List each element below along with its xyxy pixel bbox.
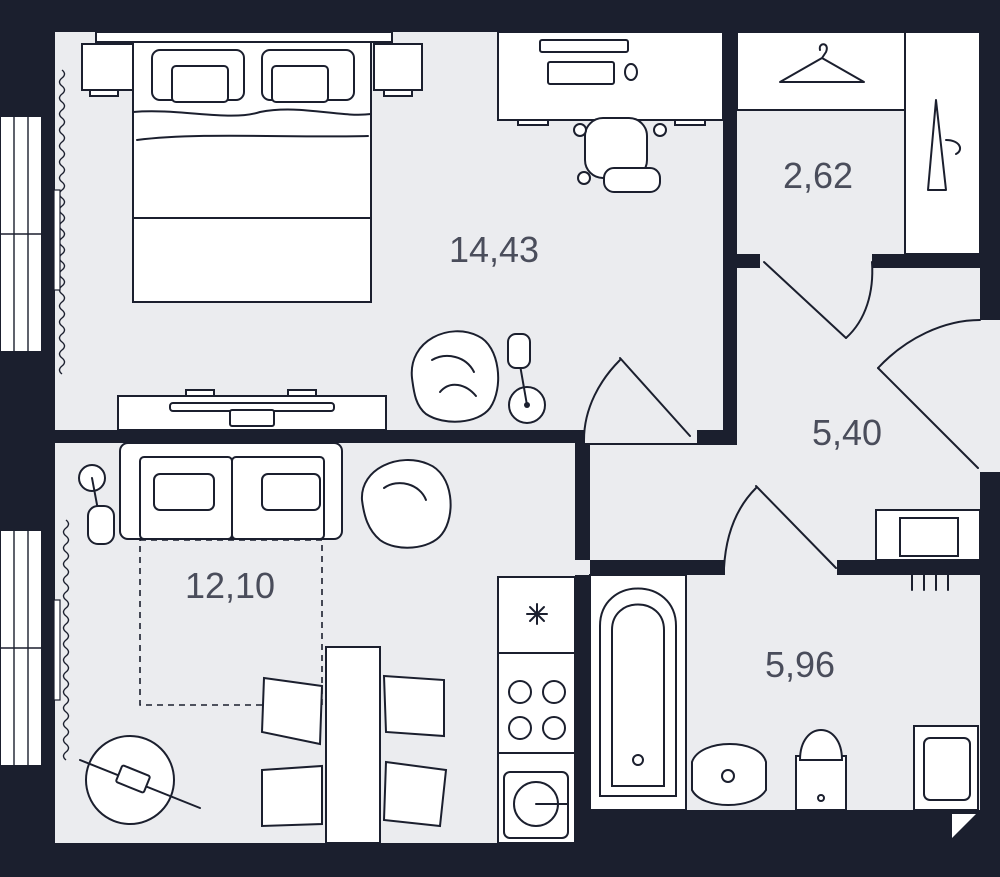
dining-table — [325, 646, 381, 844]
bed — [81, 31, 423, 303]
fridge — [497, 576, 576, 654]
wardrobe-side — [904, 31, 981, 255]
dining-chairs — [260, 674, 448, 828]
toilet — [795, 729, 847, 811]
washing-machine — [913, 725, 979, 811]
floor-lamp-living — [78, 464, 115, 545]
wardrobe-door-opening — [760, 254, 872, 268]
towel-rail — [875, 509, 981, 591]
curtain-rod-bedroom — [53, 189, 61, 291]
bathroom-sink — [691, 743, 767, 806]
tv-stand-bedroom — [117, 389, 387, 431]
wardrobe-area: 2,62 — [783, 155, 853, 196]
bathroom-door — [723, 485, 837, 569]
window-living — [0, 529, 43, 767]
bathtub — [589, 574, 687, 811]
curtain-rod-living — [53, 599, 61, 701]
wardrobe-door — [763, 261, 874, 339]
sofa — [119, 442, 343, 540]
entrance-door — [877, 319, 981, 469]
hallway-area: 5,40 — [812, 412, 882, 453]
entrance-door-opening — [980, 320, 1000, 472]
bedroom-door-opening — [585, 430, 697, 443]
kitchen-sink — [497, 752, 576, 844]
stove — [497, 652, 576, 754]
office-chair — [573, 117, 667, 193]
bathroom-door-opening — [725, 560, 837, 575]
bedroom-area: 14,43 — [449, 229, 539, 270]
bean-bag-living — [360, 459, 452, 549]
window-bedroom — [0, 115, 43, 353]
living-opening — [575, 560, 590, 575]
curtain-living — [62, 519, 70, 761]
corner-mark-icon — [952, 814, 976, 838]
bathroom-area: 5,96 — [765, 644, 835, 685]
desk — [497, 31, 724, 126]
hallway-floor-left — [590, 445, 737, 560]
bedroom-door — [583, 357, 691, 441]
rug-outline — [139, 539, 323, 706]
bean-bag-bedroom — [410, 330, 500, 423]
curtain-bedroom — [58, 69, 66, 375]
living-kitchen-area: 12,10 — [185, 565, 275, 606]
tv-round-table — [79, 735, 201, 825]
floor-lamp-bedroom — [507, 333, 546, 424]
wardrobe-shelf — [736, 31, 906, 111]
